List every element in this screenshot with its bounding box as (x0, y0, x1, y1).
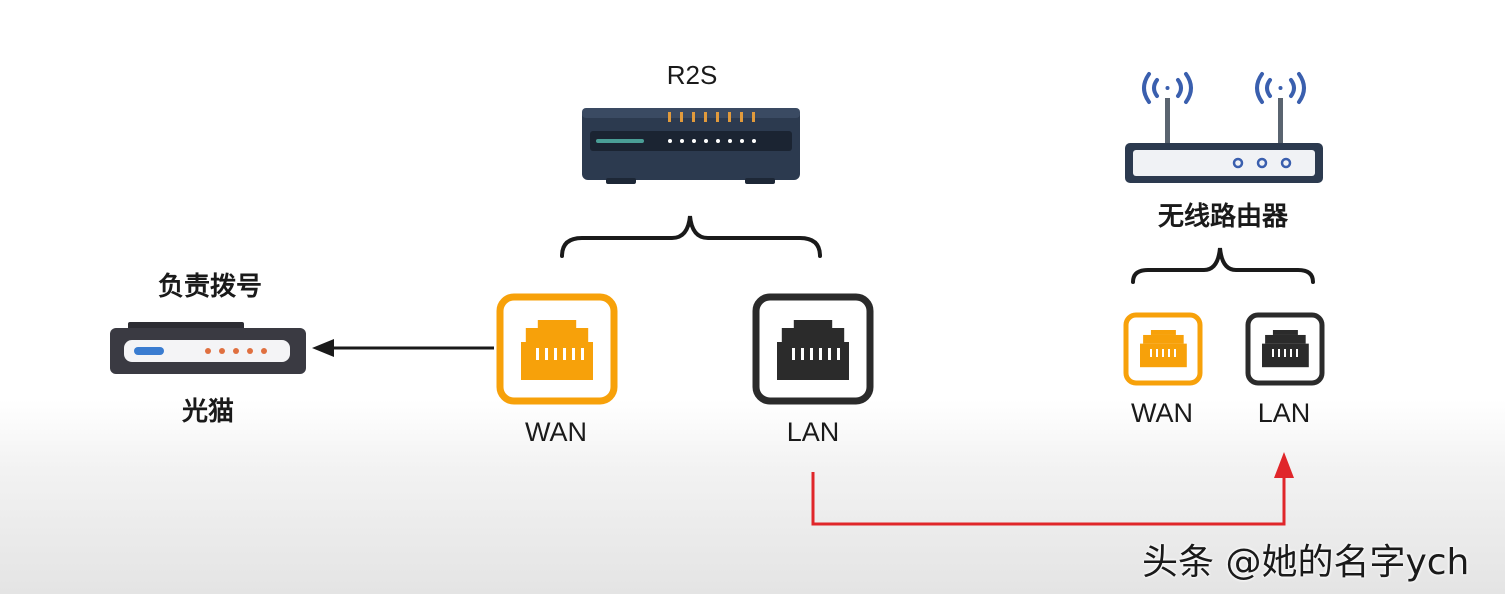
router-wan-port-icon (1123, 312, 1203, 386)
r2s-lan-port-icon (752, 293, 874, 405)
wireless-router-icon (1125, 98, 1323, 183)
r2s-wan-label: WAN (525, 417, 587, 447)
lan-to-router-link (811, 452, 1294, 526)
modem-bottom-label: 光猫 (181, 397, 234, 427)
r2s-lan-label: LAN (786, 417, 840, 447)
router-lan-label: LAN (1257, 398, 1311, 428)
watermark-text: 头条 @她的名字ych (1142, 542, 1470, 583)
r2s-brace (560, 215, 822, 258)
router-lan-port-icon (1245, 312, 1325, 386)
wireless-router-label: 无线路由器 (1157, 202, 1288, 232)
wan-to-modem-arrow (312, 339, 494, 357)
modem-top-label: 负责拨号 (157, 272, 262, 302)
modem-device-icon (110, 322, 306, 374)
router-wan-label: WAN (1131, 398, 1193, 428)
wifi-signal-right-icon (1255, 72, 1306, 104)
r2s-wan-port-icon (496, 293, 618, 405)
r2s-label: R2S (666, 60, 718, 90)
r2s-device-icon (582, 108, 800, 184)
wifi-signal-left-icon (1142, 72, 1193, 104)
router-brace (1131, 247, 1315, 284)
